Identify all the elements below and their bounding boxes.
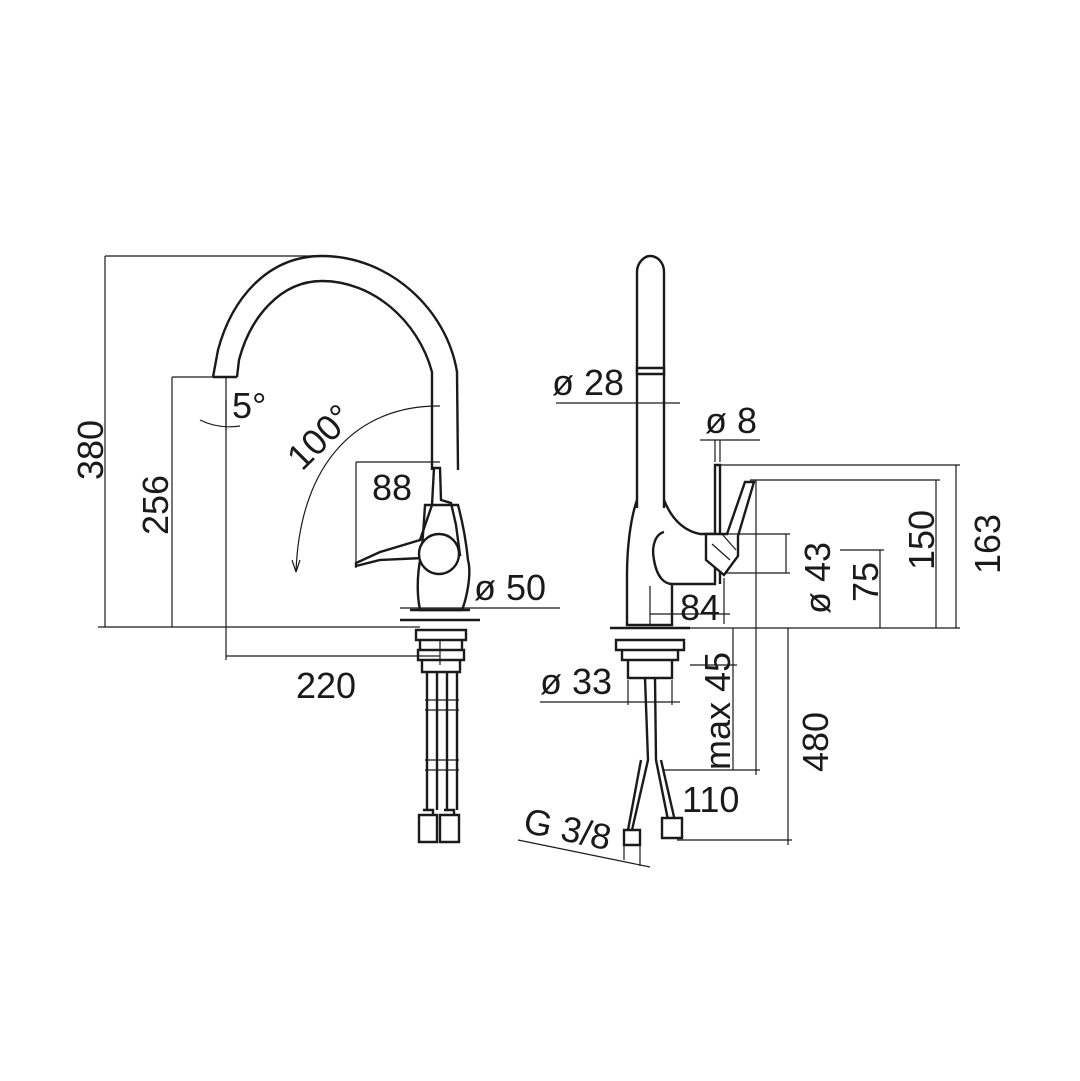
label-ø8: ø 8 — [705, 400, 757, 441]
side-dim-ø43 — [725, 533, 790, 574]
label-150: 150 — [901, 510, 942, 570]
side-spout — [635, 254, 666, 508]
label-75: 75 — [845, 562, 886, 602]
label-ø43: ø 43 — [797, 542, 838, 614]
front-lever — [354, 466, 462, 568]
side-dim-110 — [663, 480, 760, 775]
front-base — [400, 608, 480, 622]
side-hoses — [626, 677, 679, 831]
front-spout — [211, 254, 460, 471]
side-dim-75 — [840, 549, 884, 628]
side-dim-max45 — [690, 628, 737, 770]
front-dim-88 — [355, 461, 440, 568]
label-480: 480 — [795, 712, 836, 772]
label-G38: G 3/8 — [520, 800, 615, 858]
label-5deg: 5° — [232, 385, 266, 426]
label-110: 110 — [682, 779, 739, 820]
front-hose-fittings — [417, 813, 461, 844]
side-lever-detail — [711, 533, 737, 561]
label-84: 84 — [680, 587, 720, 628]
side-dim-ø28 — [556, 390, 680, 410]
side-dim-150 — [750, 479, 940, 628]
front-hoses — [425, 672, 459, 810]
side-dim-84 — [649, 578, 730, 624]
label-max45: max 45 — [697, 652, 738, 770]
label-ø50: ø 50 — [474, 567, 546, 608]
label-ø28: ø 28 — [552, 362, 624, 403]
side-body — [625, 463, 722, 627]
side-dim-480 — [677, 628, 792, 845]
label-100deg: 100° — [279, 396, 361, 478]
side-spout-band — [635, 366, 666, 376]
label-380: 380 — [70, 420, 111, 480]
side-dim-ø8 — [700, 439, 760, 462]
front-handle-circle — [417, 532, 461, 576]
side-base — [610, 626, 690, 680]
side-body-lower — [651, 530, 673, 586]
side-dim-ø33 — [540, 680, 680, 705]
front-deck-flange — [414, 628, 468, 674]
front-swivel-arrow — [291, 559, 301, 573]
front-view: 380 256 5° 100° 88 ø 50 220 — [70, 254, 560, 844]
label-ø33: ø 33 — [540, 661, 612, 702]
front-hose-bands — [425, 699, 459, 771]
front-swivel-arc — [295, 405, 441, 573]
label-220: 220 — [296, 665, 356, 706]
side-dim-G38 — [517, 839, 651, 868]
label-256: 256 — [135, 475, 176, 535]
side-hose-fittings — [622, 816, 684, 847]
label-163: 163 — [967, 514, 1008, 574]
front-fitting-nuts — [423, 808, 456, 815]
side-lever — [704, 480, 756, 577]
label-88: 88 — [372, 467, 412, 508]
front-dim-380 — [98, 255, 420, 628]
side-dim-163 — [720, 464, 960, 628]
front-dim-256 — [171, 376, 213, 627]
front-dim-5deg — [199, 400, 241, 430]
side-view: ø 28 ø 8 163 150 75 ø 43 84 ø 33 max 45 … — [517, 254, 1008, 868]
